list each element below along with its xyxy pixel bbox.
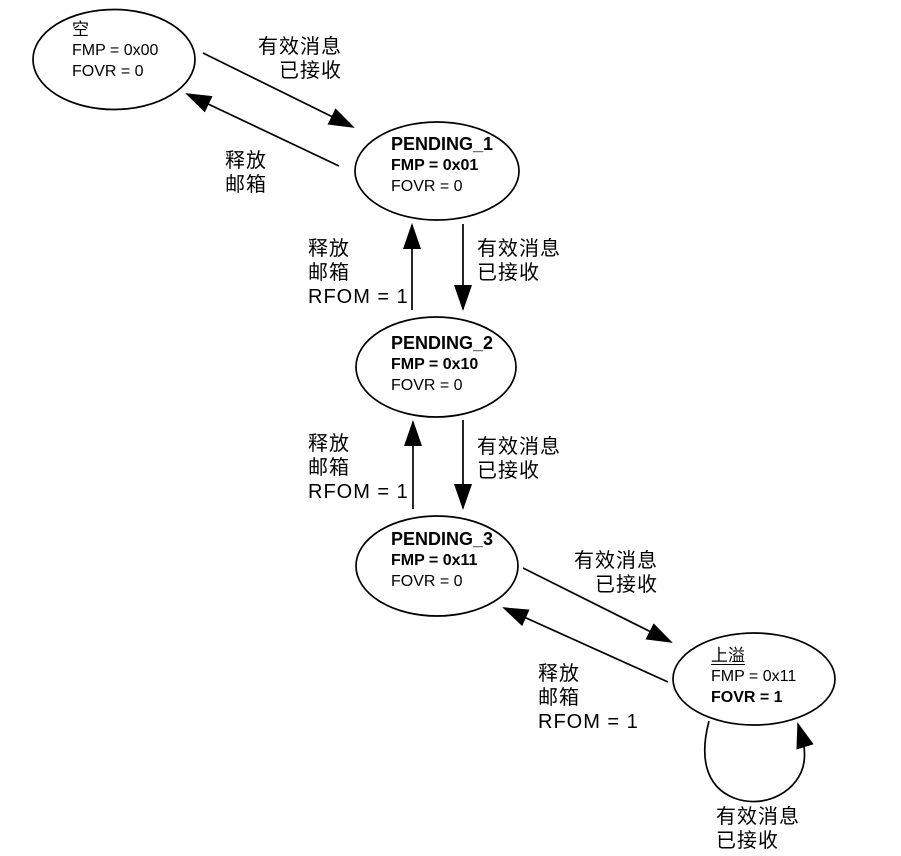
state-name: PENDING_2 <box>391 333 494 353</box>
state-fmp-value: FMP = 0x11 <box>711 668 797 685</box>
state-ellipse-overflow <box>672 632 836 726</box>
transition-label-pending3-to-overflow: 有效消息 已接收 <box>574 550 658 596</box>
state-fovr-value: FOVR = 0 <box>72 63 144 80</box>
arrow-pending1-to-empty <box>185 93 340 167</box>
state-fovr-value: FOVR = 0 <box>391 377 463 394</box>
state-name: PENDING_3 <box>391 529 494 549</box>
transition-label-pending3-to-pending2: 释放 邮箱 RFOM = 1 <box>308 433 409 503</box>
state-ellipse-empty <box>32 8 196 111</box>
transition-label-pending1-to-empty: 释放 邮箱 <box>225 150 267 196</box>
state-name: PENDING_1 <box>391 134 494 154</box>
state-name: 上溢 <box>711 646 745 665</box>
arrow-overflow-self-loop <box>703 720 814 803</box>
state-ellipse-pending3 <box>355 515 519 617</box>
arrow-overflow-to-pending3 <box>502 607 669 683</box>
state-overflow: 上溢 FMP = 0x11 FOVR = 1 <box>711 645 796 708</box>
state-fovr-value: FOVR = 1 <box>711 689 783 706</box>
state-ellipse-pending2 <box>355 316 517 418</box>
state-fovr-value: FOVR = 0 <box>391 178 463 195</box>
state-fmp-value: FMP = 0x11 <box>391 552 478 569</box>
arrow-empty-to-pending1 <box>202 52 355 128</box>
transition-label-pending2-to-pending3: 有效消息 已接收 <box>477 436 561 482</box>
transition-label-overflow-to-pending3: 释放 邮箱 RFOM = 1 <box>538 663 639 733</box>
state-pending3: PENDING_3 FMP = 0x11 FOVR = 0 <box>391 529 493 592</box>
transition-label-overflow-self-loop: 有效消息 已接收 <box>716 806 800 852</box>
transition-label-pending2-to-pending1: 释放 邮箱 RFOM = 1 <box>308 238 409 308</box>
state-fmp-value: FMP = 0x01 <box>391 157 479 174</box>
state-pending2: PENDING_2 FMP = 0x10 FOVR = 0 <box>391 333 493 396</box>
state-fmp-value: FMP = 0x00 <box>72 42 159 59</box>
state-fmp-value: FMP = 0x10 <box>391 356 479 373</box>
arrow-pending3-to-overflow <box>522 567 673 643</box>
state-pending1: PENDING_1 FMP = 0x01 FOVR = 0 <box>391 134 493 197</box>
state-empty: 空 FMP = 0x00 FOVR = 0 <box>72 19 158 82</box>
state-fovr-value: FOVR = 0 <box>391 573 463 590</box>
transition-label-pending1-to-pending2: 有效消息 已接收 <box>477 238 561 284</box>
state-ellipse-pending1 <box>354 121 520 221</box>
transition-label-empty-to-pending1: 有效消息 已接收 <box>258 36 342 82</box>
state-name: 空 <box>72 20 89 39</box>
